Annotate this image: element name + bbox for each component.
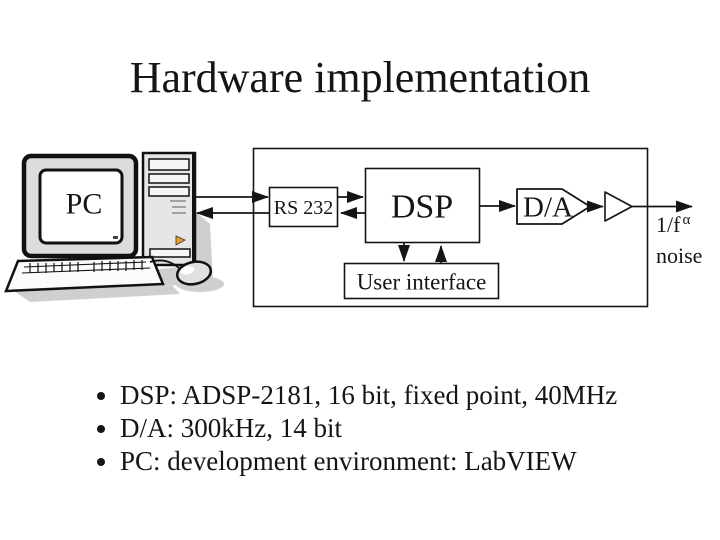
bullet-item-pc: PC: development environment: LabVIEW <box>120 445 617 478</box>
rs232-box <box>268 186 339 228</box>
dsp-box <box>364 167 481 244</box>
rs232-label: RS 232 <box>274 197 333 219</box>
pc-keyboard <box>4 255 165 293</box>
user-interface-box <box>343 262 500 300</box>
user-interface-label: User interface <box>357 270 487 295</box>
bullet-item-da: D/A: 300kHz, 14 bit <box>120 412 617 445</box>
output-noise-exponent: α <box>682 212 691 228</box>
output-noise-line2: noise <box>656 243 703 268</box>
pc-monitor: PC <box>21 153 139 267</box>
amplifier-triangle <box>604 191 633 222</box>
pc-illustration: PC <box>4 151 224 302</box>
dsp-label: DSP <box>391 189 453 226</box>
tower-power-led <box>175 235 186 246</box>
pc-screen-label: PC <box>66 188 103 221</box>
bullet-item-dsp: DSP: ADSP-2181, 16 bit, fixed point, 40M… <box>120 379 617 412</box>
da-label: D/A <box>523 192 573 224</box>
slide-title: Hardware implementation <box>129 53 591 102</box>
pc-mouse <box>149 259 213 286</box>
output-noise-base: 1/f <box>656 212 681 237</box>
monitor-screen <box>38 168 124 245</box>
pc-tower <box>141 151 197 267</box>
bullet-list: DSP: ADSP-2181, 16 bit, fixed point, 40M… <box>96 379 617 478</box>
da-converter-box <box>516 188 591 225</box>
